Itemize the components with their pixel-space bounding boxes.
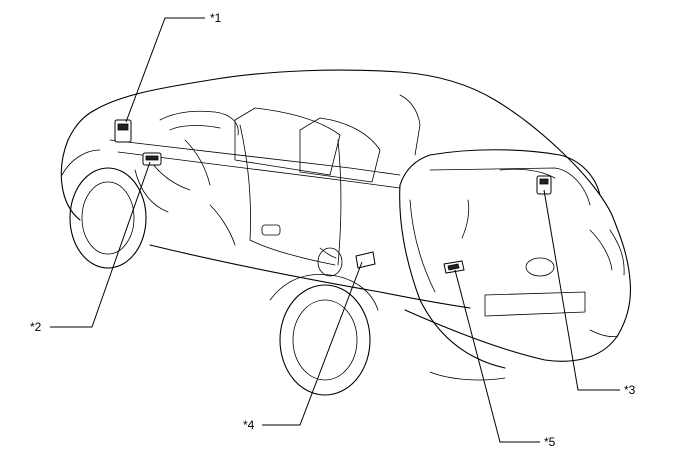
component-1-marker <box>114 119 132 143</box>
callout-5-label: *5 <box>544 435 556 449</box>
leader-2 <box>50 161 151 328</box>
front-wheel <box>61 149 147 269</box>
leader-1 <box>125 17 205 123</box>
callout-3-label: *3 <box>624 383 636 397</box>
callout-1-label: *1 <box>210 11 222 25</box>
car-body <box>60 69 632 369</box>
rear-wheel <box>269 274 379 396</box>
component-2-marker <box>142 152 162 166</box>
windows <box>234 94 421 266</box>
fuel-door <box>317 247 343 277</box>
leader-4 <box>262 261 363 426</box>
rear-details <box>429 168 625 381</box>
leader-5 <box>454 269 540 443</box>
leader-lines <box>50 17 620 443</box>
callout-2-label: *2 <box>30 320 42 334</box>
callout-4-label: *4 <box>243 418 255 432</box>
component-3-marker <box>536 175 552 195</box>
leader-3 <box>543 189 620 391</box>
component-4-marker <box>355 251 376 269</box>
component-5-marker <box>443 260 465 274</box>
doors <box>209 204 337 266</box>
